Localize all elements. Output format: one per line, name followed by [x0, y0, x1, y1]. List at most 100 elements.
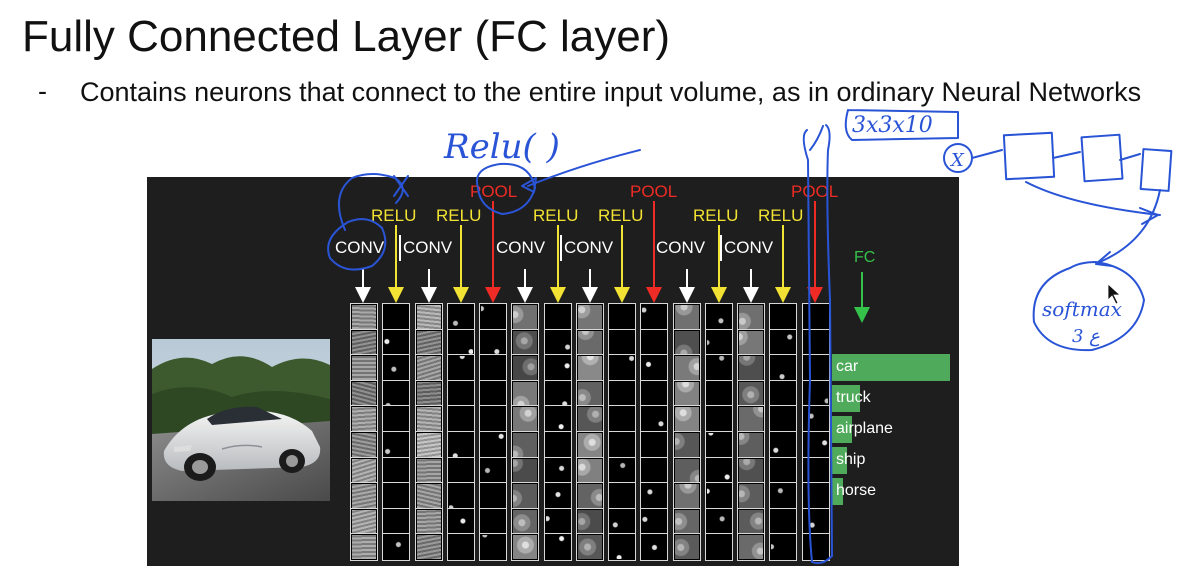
feature-map — [415, 303, 443, 331]
conv-label: CONV — [496, 238, 546, 257]
feature-map — [350, 507, 378, 536]
feature-map — [673, 431, 701, 459]
feature-map — [640, 482, 668, 511]
feature-map — [382, 379, 410, 408]
separator — [399, 235, 401, 261]
feature-map — [802, 379, 830, 408]
feature-map — [447, 456, 475, 485]
feature-map — [608, 405, 636, 434]
feature-map — [479, 379, 507, 408]
feature-map — [382, 405, 410, 434]
ink-fc-box — [1002, 131, 1056, 181]
feature-map — [415, 456, 443, 485]
ink-softmax-sub: ع 3 — [1072, 326, 1100, 347]
feature-map — [640, 328, 668, 357]
feature-map — [673, 507, 701, 536]
feature-map — [479, 431, 507, 459]
class-label: car — [836, 358, 859, 375]
feature-map — [705, 379, 733, 408]
feature-map — [382, 482, 410, 511]
mouse-cursor-icon — [1107, 283, 1122, 305]
feature-map — [640, 456, 668, 485]
feature-map — [608, 482, 636, 511]
input-car-image — [152, 339, 330, 501]
fc-label: FC — [854, 249, 876, 266]
feature-map — [447, 328, 475, 357]
feature-map — [415, 405, 443, 434]
feature-map — [705, 456, 733, 485]
feature-map — [737, 354, 765, 383]
feature-map — [479, 405, 507, 434]
feature-map — [769, 431, 797, 459]
feature-map — [673, 405, 701, 434]
feature-map — [802, 507, 830, 536]
feature-map — [769, 303, 797, 331]
feature-map — [737, 507, 765, 536]
feature-map — [415, 533, 443, 562]
class-bar — [832, 385, 860, 412]
feature-map — [350, 405, 378, 434]
feature-map — [576, 354, 604, 383]
feature-map — [479, 507, 507, 536]
feature-map — [608, 507, 636, 536]
feature-map — [511, 533, 539, 562]
feature-map — [415, 354, 443, 383]
feature-map — [640, 507, 668, 536]
ink-box-dims — [844, 109, 959, 141]
feature-map — [511, 482, 539, 511]
feature-map — [769, 456, 797, 485]
feature-map — [479, 482, 507, 511]
class-label: truck — [836, 389, 871, 406]
feature-map — [705, 431, 733, 459]
feature-map — [350, 482, 378, 511]
feature-map — [673, 379, 701, 408]
feature-map — [479, 328, 507, 357]
feature-map — [350, 533, 378, 562]
feature-map — [640, 431, 668, 459]
feature-map — [382, 533, 410, 562]
feature-map — [382, 303, 410, 331]
feature-map — [802, 354, 830, 383]
feature-map — [544, 482, 572, 511]
feature-map — [415, 431, 443, 459]
feature-map — [802, 482, 830, 511]
feature-map — [350, 379, 378, 408]
feature-map — [737, 379, 765, 408]
feature-map — [382, 456, 410, 485]
feature-map — [640, 379, 668, 408]
conv-label: CONV — [656, 238, 706, 257]
feature-map — [705, 533, 733, 562]
pool-label: POOL — [630, 182, 678, 201]
class-bar — [832, 416, 852, 443]
feature-map — [769, 507, 797, 536]
slide-title: Fully Connected Layer (FC layer) — [22, 12, 671, 61]
feature-map — [447, 533, 475, 562]
feature-map — [479, 303, 507, 331]
feature-map — [737, 405, 765, 434]
feature-map — [705, 328, 733, 357]
feature-map — [737, 431, 765, 459]
feature-map — [705, 354, 733, 383]
feature-map — [802, 328, 830, 357]
class-label: horse — [836, 482, 877, 499]
feature-map — [479, 456, 507, 485]
feature-map — [350, 456, 378, 485]
relu-label: RELU — [533, 206, 579, 225]
ink-circle-times — [943, 143, 973, 173]
class-label: ship — [836, 451, 866, 468]
feature-map — [673, 533, 701, 562]
feature-map — [576, 482, 604, 511]
feature-map — [673, 456, 701, 485]
feature-map — [511, 431, 539, 459]
ink-softmax-note: softmax — [1042, 297, 1122, 321]
separator — [560, 235, 562, 261]
ink-relu-note: Relu( ) — [443, 127, 560, 167]
feature-map — [608, 456, 636, 485]
feature-map — [479, 354, 507, 383]
relu-label: RELU — [436, 206, 482, 225]
feature-map — [737, 328, 765, 357]
class-bar — [832, 478, 843, 505]
feature-map — [802, 456, 830, 485]
feature-map — [608, 303, 636, 331]
class-bar — [832, 447, 847, 474]
